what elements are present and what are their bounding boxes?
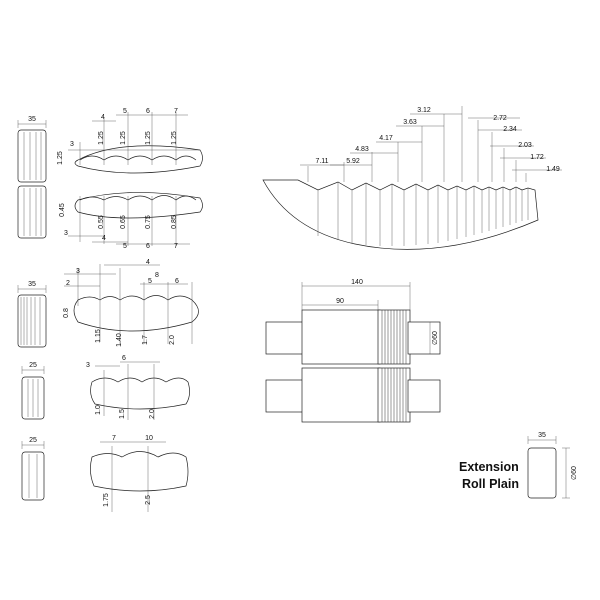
roll-4-depth: 2.5 bbox=[145, 495, 152, 505]
roll-1-top-pitch: 7 bbox=[174, 108, 178, 115]
roll-1-top-depth: 1.25 bbox=[145, 131, 152, 145]
roll-1-top-height-left: 1.25 bbox=[57, 151, 64, 165]
roll-1-top-profile: 3 1.25 4 5 6 7 1.25 1.25 1.25 1.25 bbox=[57, 108, 203, 174]
fan-value: 4.83 bbox=[355, 146, 369, 153]
roll-1-bottom-depth: 0.55 bbox=[98, 215, 105, 229]
roll-1-top-depth: 1.25 bbox=[98, 131, 105, 145]
roll-2-pitch: 5 bbox=[148, 278, 152, 285]
roll-1-top-pitch: 4 bbox=[101, 114, 105, 121]
fan-value: 2.34 bbox=[503, 126, 517, 133]
roll-assembly: 140 90 ∅60 bbox=[265, 279, 441, 423]
roll-1-bottom-pitch: 4 bbox=[102, 235, 106, 242]
roll-4-profile: 7 10 1.75 2.5 bbox=[90, 435, 189, 512]
roll-2-depth: 0.8 bbox=[63, 308, 70, 318]
roll-2-pitch: 3 bbox=[76, 268, 80, 275]
roll-2-pitch: 2 bbox=[66, 280, 70, 287]
extension-roll-plain: Extension Roll Plain 35 ∅60 bbox=[459, 432, 578, 499]
extension-diameter: ∅60 bbox=[571, 466, 578, 480]
roll-1-bottom-pitch: 7 bbox=[174, 243, 178, 250]
assembly-length: 140 bbox=[351, 279, 363, 286]
roll-4-side-view: 25 bbox=[21, 437, 45, 501]
roll-2-depth: 2.0 bbox=[169, 335, 176, 345]
extension-title-line2: Roll Plain bbox=[462, 477, 519, 491]
fan-value: 2.72 bbox=[493, 115, 507, 122]
fan-value: 2.03 bbox=[518, 142, 532, 149]
roll-2-pitch: 8 bbox=[155, 272, 159, 279]
roll-1-top-depth: 1.25 bbox=[120, 131, 127, 145]
roll-3-depth: 2.0 bbox=[149, 409, 156, 419]
roll-1-top-pitch-left: 3 bbox=[70, 141, 74, 148]
roll-1-bottom-profile: 3 0.45 4 5 6 7 0.55 0.65 0.75 0.85 bbox=[59, 192, 203, 250]
fan-profile: 7.11 5.92 4.83 4.17 3.63 3.12 2.72 2.34 … bbox=[262, 106, 562, 250]
roll-2-pitch: 4 bbox=[146, 259, 150, 266]
roll-1-bottom-depth: 0.75 bbox=[145, 215, 152, 229]
roll-3-side-view: 25 bbox=[21, 362, 45, 420]
fan-value: 1.49 bbox=[546, 166, 560, 173]
roll-1-bottom-pitch: 6 bbox=[146, 243, 150, 250]
extension-width: 35 bbox=[538, 432, 546, 439]
roll-3-width: 25 bbox=[29, 362, 37, 369]
roll-1-bottom-depth: 0.65 bbox=[120, 215, 127, 229]
fan-value: 4.17 bbox=[379, 135, 393, 142]
fan-value: 3.12 bbox=[417, 107, 431, 114]
roll-3-depth: 1.0 bbox=[95, 405, 102, 415]
roll-2-pitch: 6 bbox=[175, 278, 179, 285]
roll-4-pitch: 10 bbox=[145, 435, 153, 442]
roll-2-depth: 1.7 bbox=[142, 335, 149, 345]
fan-value: 1.72 bbox=[530, 154, 544, 161]
roll-2-depth: 1.40 bbox=[116, 333, 123, 347]
fan-value: 3.63 bbox=[403, 119, 417, 126]
roll-3-depth: 1.5 bbox=[119, 409, 126, 419]
roll-3-pitch: 3 bbox=[86, 362, 90, 369]
assembly-hatch-top bbox=[381, 310, 407, 364]
fan-value: 7.11 bbox=[315, 158, 328, 165]
assembly-hatch-bottom bbox=[381, 368, 407, 422]
roll-1-bottom-height-left: 0.45 bbox=[59, 203, 66, 217]
fan-value: 5.92 bbox=[346, 158, 360, 165]
roll-1-bottom-depth: 0.85 bbox=[171, 215, 178, 229]
roll-3-pitch: 6 bbox=[122, 355, 126, 362]
roll-2-width: 35 bbox=[28, 281, 36, 288]
extension-title-line1: Extension bbox=[459, 460, 519, 474]
roll-2-profile: 2 3 4 5 6 8 0.8 1.15 1.40 1.7 2.0 bbox=[63, 259, 199, 347]
roll-2-side-view: 35 bbox=[17, 281, 47, 348]
roll-3-profile: 3 6 1.0 1.5 2.0 bbox=[86, 355, 190, 420]
roll-1-bottom-pitch: 5 bbox=[123, 243, 127, 250]
roll-2-depth: 1.15 bbox=[95, 329, 102, 343]
assembly-diameter: ∅60 bbox=[432, 331, 439, 345]
roll-4-width: 25 bbox=[29, 437, 37, 444]
roll-1-top-depth: 1.25 bbox=[171, 131, 178, 145]
roll-1-top-pitch: 6 bbox=[146, 108, 150, 115]
roll-4-pitch: 7 bbox=[112, 435, 116, 442]
roll-4-depth: 1.75 bbox=[103, 493, 110, 507]
assembly-plain-length: 90 bbox=[336, 298, 344, 305]
roll-1-width: 35 bbox=[28, 116, 36, 123]
roll-1-bottom-pitch-left: 3 bbox=[64, 230, 68, 237]
roll-1-side-view: 35 bbox=[17, 116, 47, 239]
roll-1-top-pitch: 5 bbox=[123, 108, 127, 115]
